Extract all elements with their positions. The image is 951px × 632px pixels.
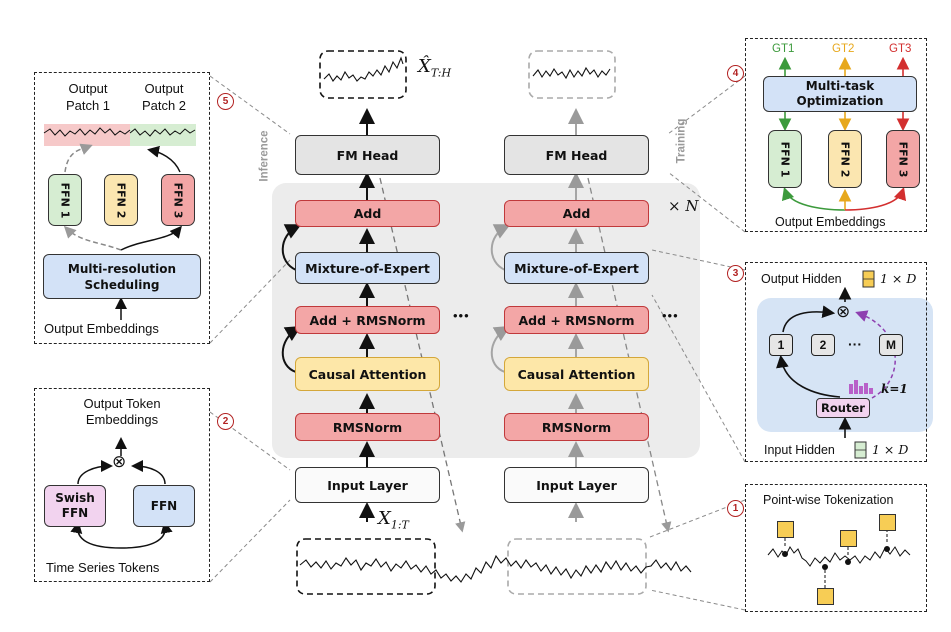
inference-fm-head: FM Head	[295, 135, 440, 175]
inference-add: Add	[295, 200, 440, 227]
panel4-caption: Output Embeddings	[775, 215, 886, 229]
badge-2: 2	[217, 413, 234, 430]
panel4-ffn-1: FFN 1	[768, 130, 802, 188]
panel3-multiply-icon: ⊗	[836, 302, 851, 321]
training-add-rmsnorm: Add + RMSNorm	[504, 306, 649, 334]
inference-mixture-of-expert: Mixture-of-Expert	[295, 252, 440, 284]
router-block: Router	[816, 398, 870, 418]
swish-ffn-block: Swish FFN	[44, 485, 106, 527]
training-add: Add	[504, 200, 649, 227]
output-hidden-dim: 1 × D	[880, 271, 917, 286]
inference-input-layer: Input Layer	[295, 467, 440, 503]
training-fm-head: FM Head	[504, 135, 649, 175]
pointwise-tokenization-title: Point-wise Tokenization	[763, 493, 894, 507]
panel5-ffn-3: FFN 3	[161, 174, 195, 226]
gt1-label: GT1	[772, 43, 795, 55]
token-square-3	[840, 530, 857, 547]
panel2-caption: Time Series Tokens	[46, 560, 160, 575]
panel4-ffn-3: FFN 3	[886, 130, 920, 188]
expert-ellipsis: ···	[848, 336, 862, 352]
ffn-block: FFN	[133, 485, 195, 527]
inference-rmsnorm: RMSNorm	[295, 413, 440, 441]
training-input-layer: Input Layer	[504, 467, 649, 503]
training-label: Training	[675, 118, 688, 164]
panel-pointwise-tokenization	[745, 484, 927, 612]
multi-resolution-scheduling: Multi-resolution Scheduling	[43, 254, 201, 299]
training-rmsnorm: RMSNorm	[504, 413, 649, 441]
training-mixture-of-expert: Mixture-of-Expert	[504, 252, 649, 284]
output-series-box	[319, 50, 407, 99]
gt2-label: GT2	[832, 43, 855, 55]
gt3-label: GT3	[889, 43, 912, 55]
output-symbol: X̂T:H	[418, 56, 452, 80]
output-patch-2-label: Output Patch 2	[141, 81, 187, 113]
panel-swish-ffn	[34, 388, 210, 582]
token-square-2	[817, 588, 834, 605]
expert-2: 2	[811, 334, 835, 356]
panel-multi-resolution	[34, 72, 210, 344]
badge-1: 1	[727, 500, 744, 517]
input-hidden-dim: 1 × D	[872, 442, 909, 457]
badge-3: 3	[727, 265, 744, 282]
input-symbol: X1:T	[378, 508, 409, 532]
ellipsis-right: •••	[662, 308, 679, 323]
expert-1: 1	[769, 334, 793, 356]
token-square-1	[777, 521, 794, 538]
panel5-ffn-2: FFN 2	[104, 174, 138, 226]
badge-4: 4	[727, 65, 744, 82]
moe-background	[757, 298, 933, 432]
output-hidden-label: Output Hidden	[761, 272, 842, 286]
token-square-4	[879, 514, 896, 531]
panel4-ffn-2: FFN 2	[828, 130, 862, 188]
inference-causal-attention: Causal Attention	[295, 357, 440, 391]
panel-moe-detail	[745, 262, 927, 462]
multi-task-optimization: Multi-task Optimization	[763, 76, 917, 112]
output-patch-1-label: Output Patch 1	[65, 81, 111, 113]
training-output-box	[528, 50, 616, 99]
training-causal-attention: Causal Attention	[504, 357, 649, 391]
input-series-box	[296, 538, 436, 595]
inference-label: Inference	[258, 130, 271, 182]
ellipsis-middle: •••	[453, 308, 470, 323]
training-series-box	[507, 538, 647, 595]
panel5-caption: Output Embeddings	[44, 321, 159, 336]
panel5-ffn-1: FFN 1	[48, 174, 82, 226]
output-token-embeddings-label: Output Token Embeddings	[83, 396, 161, 427]
panel-multi-task	[745, 38, 927, 232]
expert-m: M	[879, 334, 903, 356]
input-hidden-label: Input Hidden	[764, 443, 835, 457]
panel2-multiply-icon: ⊗	[112, 452, 127, 471]
inference-add-rmsnorm: Add + RMSNorm	[295, 306, 440, 334]
times-n-label: × N	[668, 197, 699, 215]
top-k-label: k=1	[881, 382, 908, 396]
badge-5: 5	[217, 93, 234, 110]
